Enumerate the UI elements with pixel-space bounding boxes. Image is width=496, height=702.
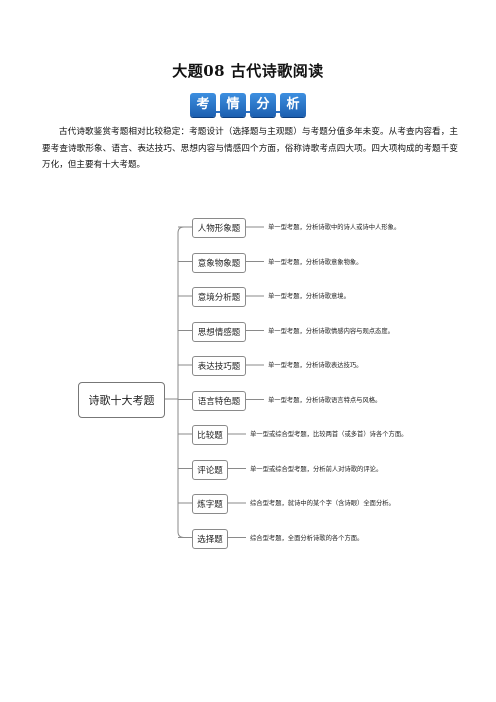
analysis-badge-group: 考 情 分 析 bbox=[190, 93, 306, 117]
mindmap-branch-desc: 单一型考题，分析诗歌表达技巧。 bbox=[268, 362, 363, 369]
badge-qing: 情 bbox=[220, 93, 246, 117]
mindmap-branch-node: 思想情感题 bbox=[192, 321, 246, 342]
mindmap-branch-desc: 单一型考题，分析诗歌情感内容与观点态度。 bbox=[268, 327, 394, 335]
mindmap-spine bbox=[177, 226, 185, 538]
mindmap-branch-node: 语言特色题 bbox=[192, 390, 246, 411]
mindmap-branch-desc: 单一型考题，分析诗歌意象物象。 bbox=[268, 258, 363, 266]
mindmap-branch-node: 表达技巧题 bbox=[192, 356, 246, 376]
intro-paragraph: 古代诗歌鉴赏考题相对比较稳定：考题设计（选择题与主观题）与考题分值多年未变。从考… bbox=[42, 127, 458, 170]
badge-fen: 分 bbox=[250, 93, 276, 117]
mindmap-branch-node: 比较题 bbox=[192, 425, 228, 445]
mindmap-branch-node: 评论题 bbox=[192, 459, 228, 480]
mindmap-branch-desc: 单一型考题，分析诗歌中的诗人或诗中人形象。 bbox=[268, 224, 401, 231]
badge-kao: 考 bbox=[190, 93, 216, 117]
page-title: 大题08 古代诗歌阅读 bbox=[172, 62, 324, 80]
mindmap-branch-node: 意象物象题 bbox=[192, 252, 246, 273]
badge-underline bbox=[190, 111, 306, 113]
badge-xi: 析 bbox=[280, 93, 306, 117]
mindmap-branch-desc: 单一型或综合型考题，比较两首（或多首）诗各个方面。 bbox=[250, 431, 408, 438]
mindmap-branch-node: 意境分析题 bbox=[192, 287, 246, 307]
mindmap-branch-node: 选择题 bbox=[192, 528, 228, 549]
mindmap-branch-desc: 综合型考题，全面分析诗歌的各个方面。 bbox=[250, 534, 364, 542]
mindmap-branch-node: 人物形象题 bbox=[192, 218, 246, 238]
mindmap-branch-desc: 单一型或综合型考题，分析前人对诗歌的评论。 bbox=[250, 465, 383, 473]
mindmap-branch-desc: 单一型考题，分析诗歌意境。 bbox=[268, 293, 350, 300]
mindmap-branch-desc: 综合型考题，就诗中的某个字（含诗眼）全面分析。 bbox=[250, 500, 395, 507]
mindmap-branch-desc: 单一型考题，分析诗歌语言特点与风格。 bbox=[268, 396, 382, 404]
mindmap-branch-node: 炼字题 bbox=[192, 494, 228, 514]
mindmap-root: 诗歌十大考题 bbox=[78, 382, 165, 418]
